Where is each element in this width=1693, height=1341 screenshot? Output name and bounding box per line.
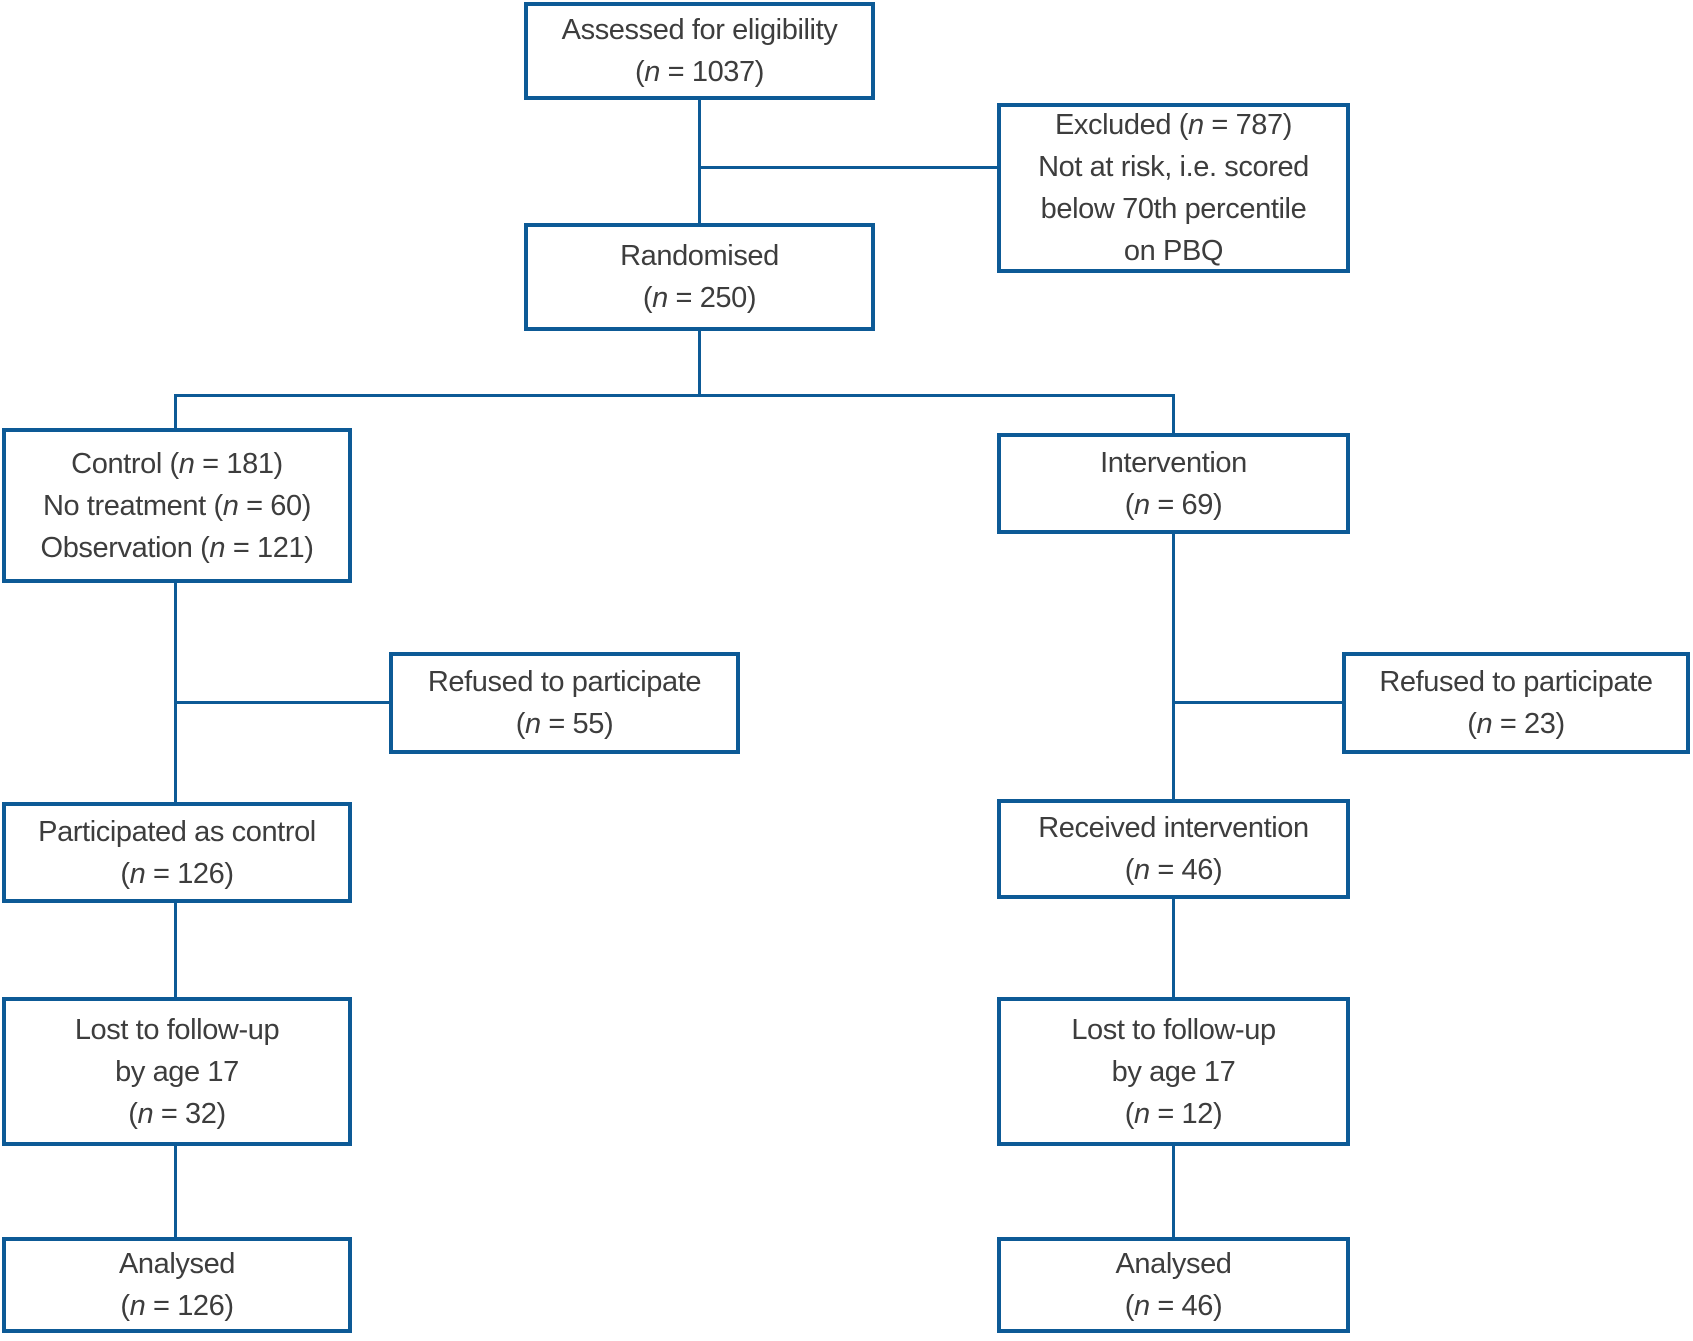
box-line: Observation (n = 121) xyxy=(40,531,314,564)
box-line: Randomised xyxy=(620,240,779,272)
connector-randomised-down xyxy=(698,331,701,396)
connector-assessed-excluded xyxy=(698,166,997,169)
box-control: Control (n = 181) No treatment (n = 60) … xyxy=(2,428,352,583)
box-line: Analysed xyxy=(1115,1248,1232,1280)
connector-lost-intervention-down xyxy=(1172,1146,1175,1237)
box-line: (n = 250) xyxy=(642,282,757,314)
box-line: Assessed for eligibility xyxy=(561,14,838,46)
box-line: No treatment (n = 60) xyxy=(42,489,312,522)
connector-branch-right-down xyxy=(1172,394,1175,433)
box-line: (n = 46) xyxy=(1124,854,1223,886)
connector-control-down xyxy=(174,583,177,802)
connector-received-down xyxy=(1172,899,1175,997)
box-analysed-control: Analysed (n = 126) xyxy=(2,1237,352,1333)
box-line: (n = 69) xyxy=(1124,488,1223,521)
connector-intervention-refused xyxy=(1172,701,1342,704)
box-lost-to-follow-up-intervention: Lost to follow-up by age 17 (n = 12) xyxy=(997,997,1350,1146)
box-line: Not at risk, i.e. scored xyxy=(1038,151,1309,183)
box-line: by age 17 xyxy=(115,1055,239,1088)
box-line: (n = 55) xyxy=(515,708,614,740)
box-intervention: Intervention (n = 69) xyxy=(997,433,1350,534)
box-line: (n = 46) xyxy=(1124,1290,1223,1322)
box-line: Control (n = 181) xyxy=(71,447,283,480)
box-line: (n = 12) xyxy=(1124,1097,1223,1130)
box-line: Intervention xyxy=(1100,446,1247,479)
box-line: Refused to participate xyxy=(1379,666,1653,698)
box-line: (n = 23) xyxy=(1467,708,1565,740)
box-refused-to-participate-intervention: Refused to participate (n = 23) xyxy=(1342,652,1690,754)
box-line: Lost to follow-up xyxy=(1071,1013,1276,1046)
box-line: Participated as control xyxy=(38,815,316,848)
box-received-intervention: Received intervention (n = 46) xyxy=(997,799,1350,899)
box-line: (n = 126) xyxy=(120,1290,234,1322)
box-line: (n = 126) xyxy=(120,857,234,890)
box-lost-to-follow-up-control: Lost to follow-up by age 17 (n = 32) xyxy=(2,997,352,1146)
box-refused-to-participate-control: Refused to participate (n = 55) xyxy=(389,652,740,754)
box-line: (n = 32) xyxy=(128,1097,226,1130)
box-line: Analysed xyxy=(118,1248,236,1280)
box-assessed-for-eligibility: Assessed for eligibility (n = 1037) xyxy=(524,2,875,100)
box-analysed-intervention: Analysed (n = 46) xyxy=(997,1237,1350,1333)
connector-branch-horizontal xyxy=(174,394,1175,397)
connector-lost-control-down xyxy=(174,1146,177,1237)
connector-branch-left-down xyxy=(174,394,177,428)
box-randomised: Randomised (n = 250) xyxy=(524,223,875,331)
box-excluded: Excluded (n = 787) Not at risk, i.e. sco… xyxy=(997,103,1350,273)
connector-participated-down xyxy=(174,903,177,997)
box-line: on PBQ xyxy=(1123,235,1224,267)
connector-assessed-down xyxy=(698,100,701,223)
connector-control-refused xyxy=(174,701,389,704)
box-line: Excluded (n = 787) xyxy=(1054,109,1293,141)
box-line: by age 17 xyxy=(1111,1055,1236,1088)
box-line: Lost to follow-up xyxy=(74,1013,280,1046)
connector-intervention-down xyxy=(1172,534,1175,799)
box-line: below 70th percentile xyxy=(1040,193,1307,225)
box-participated-as-control: Participated as control (n = 126) xyxy=(2,802,352,903)
box-line: Received intervention xyxy=(1038,812,1309,844)
box-line: Refused to participate xyxy=(427,666,702,698)
box-line: (n = 1037) xyxy=(634,56,765,88)
